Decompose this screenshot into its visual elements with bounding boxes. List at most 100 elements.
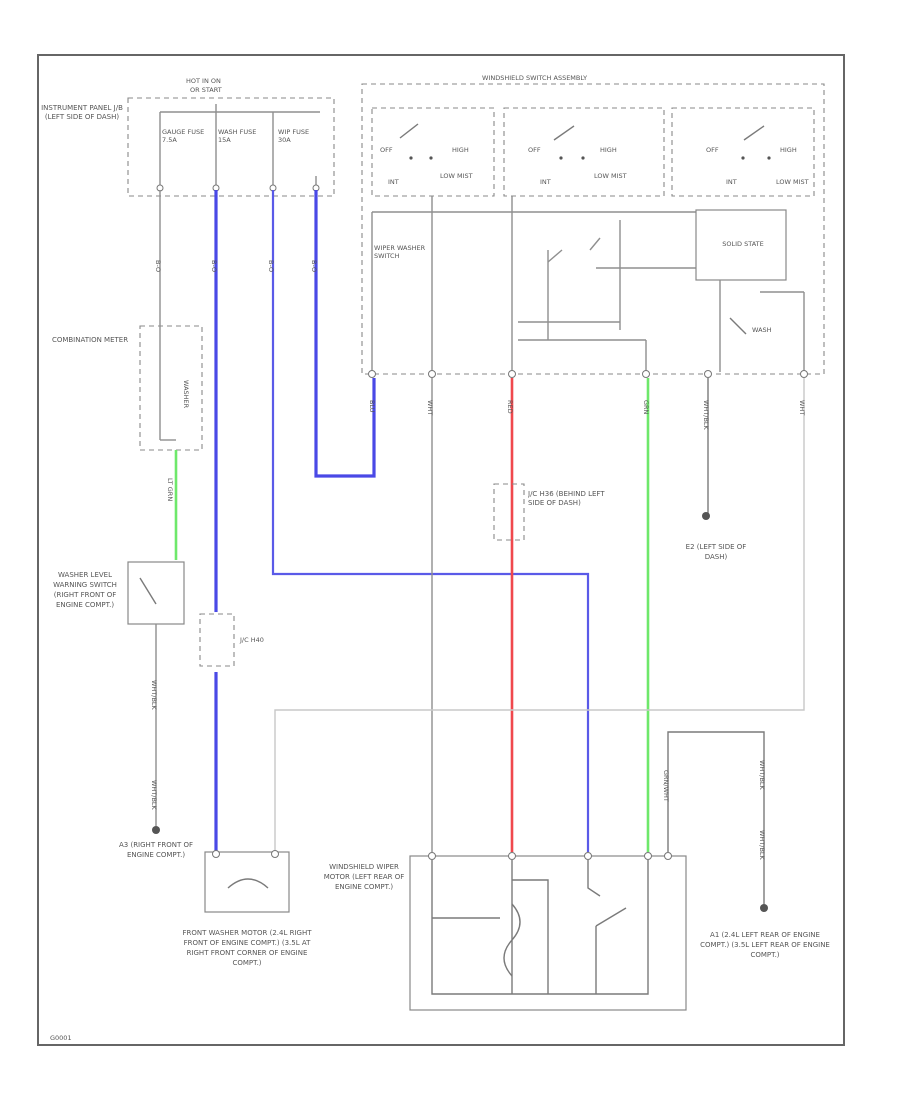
windshield-switch-assembly-outline bbox=[361, 83, 825, 375]
combination-meter-outline bbox=[139, 325, 203, 451]
footer-label: G0001 bbox=[50, 1034, 72, 1042]
front-washer-motor-label: FRONT WASHER MOTOR (2.4L RIGHT FRONT OF … bbox=[182, 929, 312, 967]
terminal bbox=[664, 852, 672, 860]
g-e2-label-box: E2 (LEFT SIDE OF DASH) bbox=[685, 543, 747, 561]
wire-tag-wip: B-O bbox=[267, 260, 275, 272]
wiper-motor-internal bbox=[512, 879, 549, 994]
wht-blk-wire-a1 bbox=[667, 731, 765, 904]
terminal bbox=[584, 852, 592, 860]
solid-state-label: SOLID STATE bbox=[722, 240, 764, 248]
wiper-motor-label-box: WINDSHIELD WIPER MOTOR (LEFT REAR OF ENG… bbox=[323, 863, 405, 891]
int-label-3: INT bbox=[726, 178, 737, 186]
ip-jb-label: INSTRUMENT PANEL J/B (LEFT SIDE OF DASH) bbox=[41, 104, 123, 121]
wiper-washer-switch-label: WIPER WASHER SWITCH bbox=[374, 244, 426, 260]
fuse-wip-label: WIP FUSE 30A bbox=[278, 128, 310, 144]
low-mist-label-1: LOW MIST bbox=[440, 172, 473, 180]
g-a1-label: A1 (2.4L LEFT REAR OF ENGINE COMPT.) (3.… bbox=[700, 931, 830, 959]
combination-meter-label-box: COMBINATION METER bbox=[51, 336, 129, 344]
high-label-1: HIGH bbox=[452, 146, 469, 154]
wiper-motor-coil bbox=[503, 903, 521, 977]
contact-dot bbox=[429, 156, 433, 160]
wire-tag-whb-3: WHT/BLK bbox=[150, 780, 158, 811]
wip-wire bbox=[271, 190, 590, 852]
wiper-motor-internal bbox=[431, 860, 649, 995]
solid-state-label-box: SOLID STATE bbox=[722, 240, 764, 248]
park-switch-contact bbox=[595, 907, 627, 927]
off-label-2: OFF bbox=[528, 146, 541, 154]
switch-section-1 bbox=[371, 107, 495, 197]
contact-dot bbox=[559, 156, 563, 160]
high-label-3: HIGH bbox=[780, 146, 797, 154]
wire-tag-whb-5: WHT/BLK bbox=[758, 830, 766, 861]
low-mist-label-3: LOW MIST bbox=[776, 178, 809, 186]
ground-point-a1 bbox=[760, 904, 768, 912]
contact-dot bbox=[409, 156, 413, 160]
g-a1-label-box: A1 (2.4L LEFT REAR OF ENGINE COMPT.) (3.… bbox=[700, 931, 830, 959]
wire-tag-whb-2: WHT/BLK bbox=[150, 680, 158, 711]
combination-meter-label: COMBINATION METER bbox=[51, 336, 129, 344]
switch-contact bbox=[553, 125, 575, 141]
wire-tag-whb: WHT/BLK bbox=[702, 400, 710, 431]
terminal bbox=[642, 370, 650, 378]
solid-state-box bbox=[695, 209, 787, 281]
washer-motor-symbol bbox=[227, 878, 269, 889]
terminal bbox=[271, 850, 279, 858]
switch-contact bbox=[743, 125, 765, 141]
contact-dot bbox=[581, 156, 585, 160]
washer-level-label: WASHER bbox=[182, 380, 190, 409]
wire-tag-wash2: B-O bbox=[310, 260, 318, 272]
fuse-gauge-label: GAUGE FUSE 7.5A bbox=[162, 128, 205, 144]
level-switch-contact bbox=[139, 577, 157, 605]
wire-tag-wash: B-O bbox=[210, 260, 218, 272]
terminal bbox=[644, 852, 652, 860]
off-label-3: OFF bbox=[706, 146, 719, 154]
wiper-washer-switch-box: WIPER WASHER SWITCH bbox=[374, 244, 426, 260]
ip-jb-label-box: INSTRUMENT PANEL J/B (LEFT SIDE OF DASH) bbox=[41, 104, 123, 121]
jc-h36-label: J/C H36 (BEHIND LEFT SIDE OF DASH) bbox=[528, 490, 605, 507]
wiper-motor-internal bbox=[587, 860, 601, 897]
wire-tag-pk: BLU bbox=[368, 400, 376, 413]
wire-tag-grn: GRN bbox=[642, 400, 650, 415]
terminal bbox=[704, 370, 712, 378]
washer-level-switch-box bbox=[127, 561, 185, 625]
off-label-1: OFF bbox=[380, 146, 393, 154]
wash-label: WASH bbox=[752, 326, 772, 334]
terminal bbox=[508, 852, 516, 860]
fuse-wash-label: WASH FUSE 15A bbox=[218, 128, 257, 144]
wlws-label: WASHER LEVEL WARNING SWITCH (RIGHT FRONT… bbox=[53, 571, 117, 609]
wire-tag-red: RED bbox=[506, 400, 514, 414]
front-washer-motor-label-box: FRONT WASHER MOTOR (2.4L RIGHT FRONT OF … bbox=[182, 929, 312, 967]
or-start-label: OR START bbox=[190, 86, 222, 94]
hot-in-on-label: HOT IN ON bbox=[186, 77, 221, 85]
terminal bbox=[508, 370, 516, 378]
wlws-label-box: WASHER LEVEL WARNING SWITCH (RIGHT FRONT… bbox=[53, 571, 117, 609]
wash-contact bbox=[729, 317, 747, 335]
terminal bbox=[428, 852, 436, 860]
ground-point-e2 bbox=[702, 512, 710, 520]
wiper-motor-label: WINDSHIELD WIPER MOTOR (LEFT REAR OF ENG… bbox=[323, 863, 405, 891]
wire-tag-gray: WHT bbox=[426, 400, 434, 415]
terminal bbox=[368, 370, 376, 378]
wsa-label: WINDSHIELD SWITCH ASSEMBLY bbox=[482, 74, 587, 82]
terminal bbox=[428, 370, 436, 378]
low-mist-label-2: LOW MIST bbox=[594, 172, 627, 180]
fuse-wash-box: WASH FUSE 15A bbox=[218, 128, 257, 144]
contact-dot bbox=[767, 156, 771, 160]
jc-h36-label-box: J/C H36 (BEHIND LEFT SIDE OF DASH) bbox=[528, 490, 605, 507]
contact-dot bbox=[741, 156, 745, 160]
front-washer-motor-box bbox=[204, 851, 290, 913]
switch-contact bbox=[399, 123, 419, 139]
switch-section-3 bbox=[671, 107, 815, 197]
ip-junction-block-outline bbox=[127, 97, 335, 197]
high-label-2: HIGH bbox=[600, 146, 617, 154]
g-a3-label: A3 (RIGHT FRONT OF ENGINE COMPT.) bbox=[119, 841, 193, 859]
terminal bbox=[800, 370, 808, 378]
wire-tag-lg: LT GRN bbox=[166, 478, 174, 501]
jc-h36-outline bbox=[493, 483, 525, 541]
int-label-1: INT bbox=[388, 178, 399, 186]
g-e2-label: E2 (LEFT SIDE OF DASH) bbox=[685, 543, 747, 561]
ground-point-a3 bbox=[152, 826, 160, 834]
int-label-2: INT bbox=[540, 178, 551, 186]
